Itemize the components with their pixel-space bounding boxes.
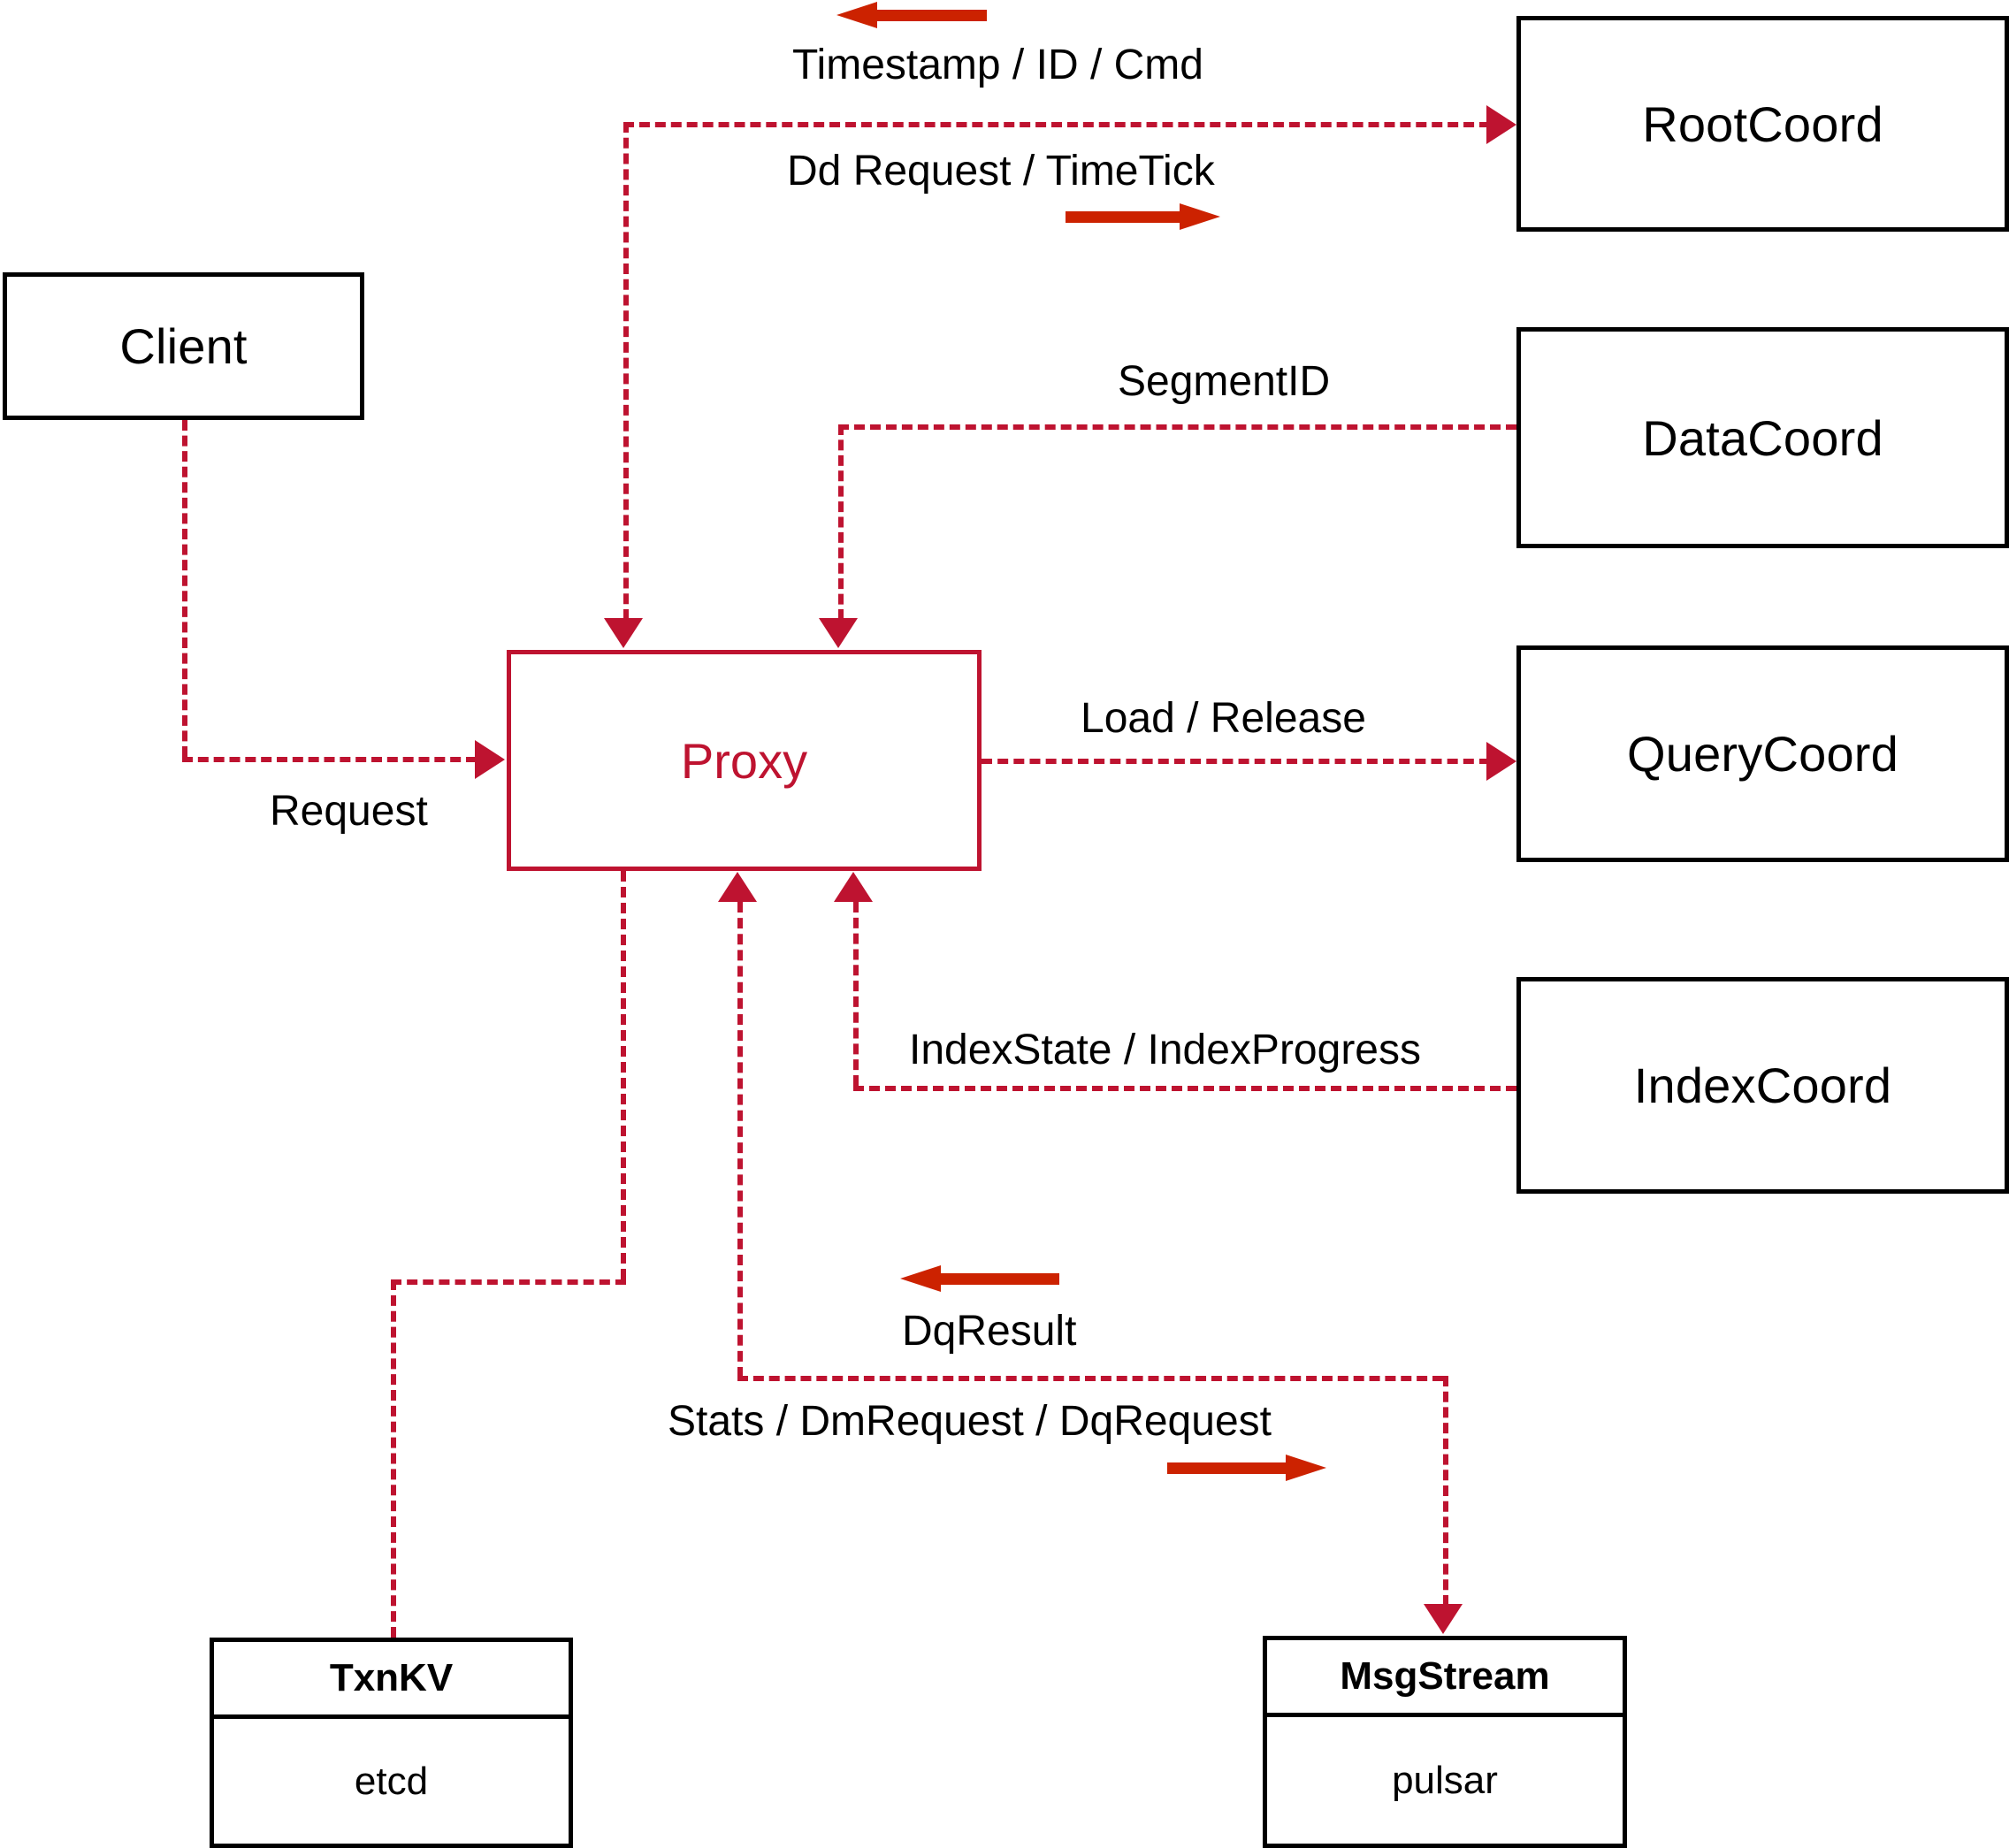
edge-proxy-to-txnkv-vertical-lower <box>391 1279 396 1638</box>
solid-arrow-dd-request-timetick <box>1066 203 1220 230</box>
solid-arrow-head <box>836 2 877 28</box>
solid-arrow-shaft <box>1167 1462 1293 1474</box>
edge-msgstream-to-proxy-vertical <box>737 902 743 1378</box>
solid-arrow-timestamp-id-cmd <box>836 2 987 28</box>
edge-rootcoord-to-proxy-vertical <box>623 122 629 620</box>
edge-msgstream-horizontal <box>737 1376 1443 1381</box>
edge-client-arrowhead-right <box>475 740 505 779</box>
edge-datacoord-to-proxy-horizontal <box>838 424 1516 430</box>
node-indexcoord-label: IndexCoord <box>1633 1058 1892 1113</box>
edge-indexcoord-to-proxy-vertical <box>853 902 859 1086</box>
edge-label-index-state-progress: IndexState / IndexProgress <box>909 1027 1421 1073</box>
node-txnkv[interactable]: TxnKV etcd <box>210 1638 573 1848</box>
edge-indexcoord-to-proxy-horizontal <box>853 1086 1516 1091</box>
edge-proxy-to-txnkv-vertical-upper <box>621 871 626 1279</box>
edge-label-timestamp-id-cmd: Timestamp / ID / Cmd <box>792 42 1203 88</box>
edge-datacoord-arrowhead-down <box>819 618 858 648</box>
edge-querycoord-arrowhead-right <box>1486 742 1516 781</box>
node-msgstream-header: MsgStream <box>1267 1640 1623 1717</box>
node-querycoord-label: QueryCoord <box>1626 726 1899 782</box>
edge-client-to-proxy-vertical <box>182 420 187 757</box>
node-querycoord[interactable]: QueryCoord <box>1516 645 2009 862</box>
solid-arrow-head <box>900 1265 941 1292</box>
edge-indexcoord-arrowhead-up <box>834 872 873 902</box>
node-rootcoord[interactable]: RootCoord <box>1516 16 2009 232</box>
node-txnkv-body: etcd <box>354 1759 429 1803</box>
node-msgstream-body: pulsar <box>1392 1758 1498 1802</box>
node-rootcoord-label: RootCoord <box>1642 95 1883 152</box>
edge-proxy-to-msgstream-vertical <box>1443 1376 1448 1606</box>
edge-msgstream-arrowhead-up <box>718 872 757 902</box>
edge-client-to-proxy-horizontal <box>182 757 477 762</box>
node-datacoord[interactable]: DataCoord <box>1516 327 2009 548</box>
edge-label-load-release: Load / Release <box>1081 695 1366 742</box>
edge-label-stats-dm-dq-request: Stats / DmRequest / DqRequest <box>668 1398 1272 1445</box>
node-proxy-label: Proxy <box>680 732 808 789</box>
node-proxy[interactable]: Proxy <box>507 650 982 871</box>
solid-arrow-head <box>1180 203 1220 230</box>
edge-rootcoord-arrowhead-right <box>1486 105 1516 144</box>
solid-arrow-shaft <box>870 10 987 21</box>
edge-proxy-to-txnkv-horizontal <box>391 1279 626 1285</box>
edge-msgstream-arrowhead-down <box>1424 1604 1463 1634</box>
edge-label-dq-result: DqResult <box>902 1308 1077 1355</box>
node-datacoord-label: DataCoord <box>1642 409 1883 466</box>
node-client-label: Client <box>119 318 248 374</box>
solid-arrow-stats-dm-dq-request <box>1167 1455 1326 1481</box>
solid-arrow-shaft <box>934 1273 1059 1285</box>
node-msgstream[interactable]: MsgStream pulsar <box>1263 1636 1627 1848</box>
edge-rootcoord-to-proxy-horizontal <box>623 122 1490 127</box>
edge-label-dd-request-timetick: Dd Request / TimeTick <box>787 148 1215 195</box>
edge-rootcoord-arrowhead-down <box>604 618 643 648</box>
solid-arrow-head <box>1286 1455 1326 1481</box>
edge-label-request: Request <box>270 788 428 835</box>
node-txnkv-header: TxnKV <box>214 1642 569 1719</box>
edge-label-segment-id: SegmentID <box>1118 358 1331 405</box>
edge-proxy-to-querycoord-horizontal <box>982 759 1490 764</box>
node-client[interactable]: Client <box>3 272 364 420</box>
solid-arrow-dq-result <box>900 1265 1059 1292</box>
node-indexcoord[interactable]: IndexCoord <box>1516 977 2009 1194</box>
edge-datacoord-to-proxy-vertical <box>838 424 844 620</box>
solid-arrow-shaft <box>1066 211 1187 223</box>
